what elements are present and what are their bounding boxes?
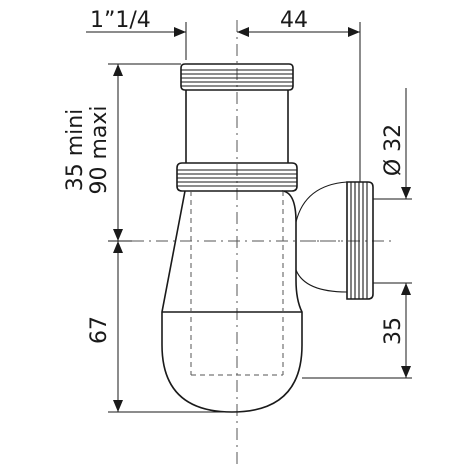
dim-left-vertical <box>108 63 232 413</box>
outlet-height-label: 35 <box>381 317 406 345</box>
top-nut <box>180 63 294 91</box>
adjust-range-label-mini: 35 mini <box>63 109 88 192</box>
outlet-nut <box>346 181 374 300</box>
dim-thread-size <box>86 22 187 60</box>
dim-outlet-offset <box>237 22 361 182</box>
middle-nut <box>176 162 298 192</box>
outlet-offset-label: 44 <box>280 8 308 33</box>
trap-body <box>161 181 348 413</box>
adjust-range-label-maxi: 90 maxi <box>87 105 112 194</box>
outlet-diameter-label: Ø 32 <box>381 124 406 176</box>
dim-outlet-height <box>302 282 412 379</box>
dim-outlet-diameter <box>373 88 412 200</box>
trap-depth-label: 67 <box>87 316 112 344</box>
tail-pipe <box>185 90 289 163</box>
thread-size-label: 1”1/4 <box>90 8 151 33</box>
